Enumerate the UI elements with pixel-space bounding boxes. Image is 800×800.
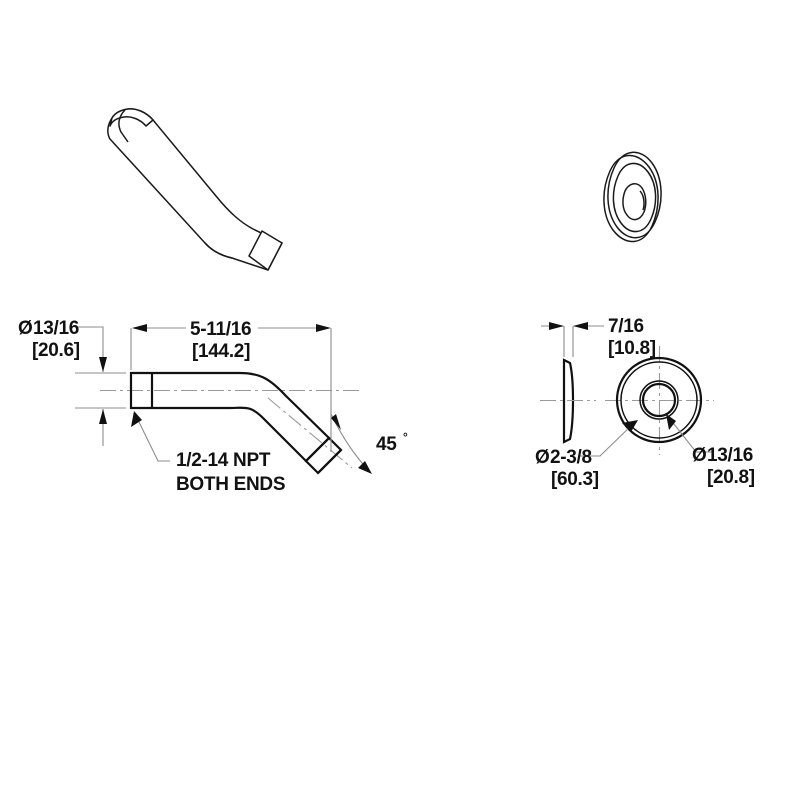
flange-thk-arrow-left bbox=[549, 322, 564, 330]
npt-note-line1: 1/2-14 NPT bbox=[176, 450, 271, 471]
arm-bend-angle-dimension: 45 ° bbox=[376, 430, 408, 455]
flange-bore-symbol: Ø bbox=[692, 445, 706, 466]
angle-value: 45 bbox=[376, 434, 397, 455]
flange-bore-leader bbox=[669, 418, 712, 453]
npt-note-line2: BOTH ENDS bbox=[176, 474, 285, 495]
arm-end-face-edge bbox=[317, 449, 342, 474]
arm-length-arrow-left bbox=[132, 324, 147, 332]
flange-thickness-profile bbox=[562, 358, 575, 444]
arm-diameter-dimension: Ø 13/16 [20.6] bbox=[18, 318, 80, 361]
flange-outer-circle bbox=[615, 356, 703, 444]
shower-arm-side-elevation bbox=[75, 324, 372, 475]
flange-isometric bbox=[603, 151, 662, 243]
arm-dia-imperial: 13/16 bbox=[33, 318, 79, 339]
flange-thk-arrow-right bbox=[573, 322, 588, 330]
flange-bore-imperial: 13/16 bbox=[707, 445, 753, 466]
angle-arrow-lower bbox=[358, 461, 372, 474]
arm-dia-arrow-upper bbox=[99, 357, 107, 372]
flange-bore-diameter-dimension: Ø 13/16 [20.8] bbox=[692, 445, 755, 488]
angle-arrow-upper bbox=[331, 414, 341, 430]
npt-leader-arrow bbox=[131, 411, 142, 427]
arm-dia-symbol: Ø bbox=[18, 318, 32, 339]
flange-od-imperial: 2-3/8 bbox=[550, 447, 592, 468]
flange-od-leader bbox=[580, 423, 634, 457]
flange-bore-circle bbox=[641, 382, 677, 418]
thread-callout-note: 1/2-14 NPT BOTH ENDS bbox=[176, 450, 286, 495]
arm-dia-metric: [20.6] bbox=[32, 340, 80, 361]
arm-body-outline bbox=[129, 371, 331, 463]
flange-bore-leader-arrow bbox=[666, 414, 676, 430]
npt-leader-line bbox=[137, 419, 170, 462]
flange-front-elevation bbox=[580, 346, 714, 457]
flange-outer-diameter-dimension: Ø 2-3/8 [60.3] bbox=[535, 447, 599, 490]
flange-thk-metric: [10.8] bbox=[608, 338, 656, 359]
flange-bore-metric: [20.8] bbox=[707, 467, 755, 488]
flange-thickness-dimension: 7/16 [10.8] bbox=[608, 316, 656, 359]
flange-bore-relief-circle bbox=[639, 380, 679, 420]
flange-side-elevation bbox=[540, 322, 604, 444]
flange-od-metric: [60.3] bbox=[551, 469, 599, 490]
shower-arm-isometric bbox=[107, 108, 283, 271]
flange-od-symbol: Ø bbox=[535, 447, 549, 468]
flange-thk-imperial: 7/16 bbox=[608, 316, 644, 337]
arm-length-dimension: 5-11/16 [144.2] bbox=[190, 319, 252, 362]
arm-dia-arrow-lower bbox=[99, 409, 107, 424]
arm-length-imperial: 5-11/16 bbox=[190, 319, 251, 340]
arm-length-arrow-right bbox=[316, 324, 331, 332]
angle-unit: ° bbox=[403, 430, 408, 444]
arm-length-metric: [144.2] bbox=[192, 341, 250, 362]
arm-dia-leader bbox=[76, 326, 104, 336]
arm-angled-centerline bbox=[267, 397, 353, 469]
flange-od-leader-arrow bbox=[622, 420, 638, 432]
flange-step-circle bbox=[620, 361, 698, 439]
